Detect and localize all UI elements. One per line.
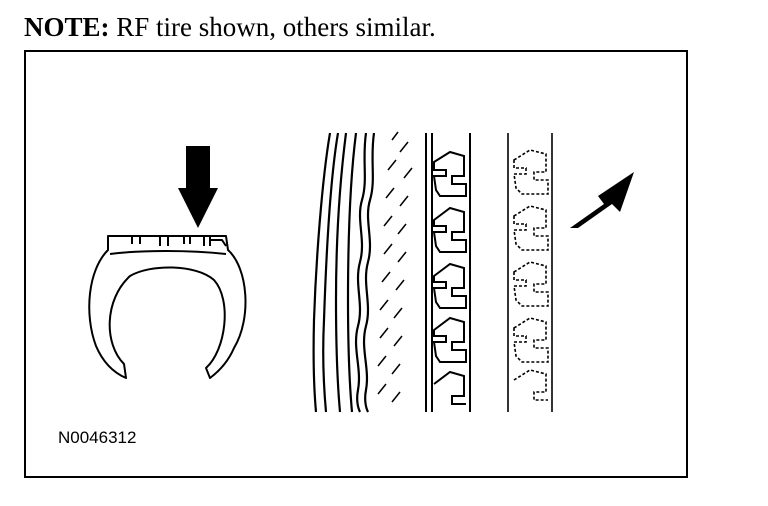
- tire-cross-section-icon: [88, 235, 247, 379]
- down-arrow-icon: [178, 146, 218, 228]
- tread-dash-band: [377, 131, 413, 403]
- diagonal-arrow-icon: [570, 172, 634, 228]
- tread-block-column-even: [507, 133, 553, 412]
- illustration-frame: [24, 50, 688, 478]
- note-line: NOTE: RF tire shown, others similar.: [24, 10, 436, 44]
- note-label: NOTE:: [24, 12, 110, 42]
- worn-tread-lines: [312, 132, 376, 413]
- note-text: RF tire shown, others similar.: [109, 12, 436, 42]
- figure-id: N0046312: [58, 428, 137, 447]
- tread-block-column-worn: [425, 133, 471, 412]
